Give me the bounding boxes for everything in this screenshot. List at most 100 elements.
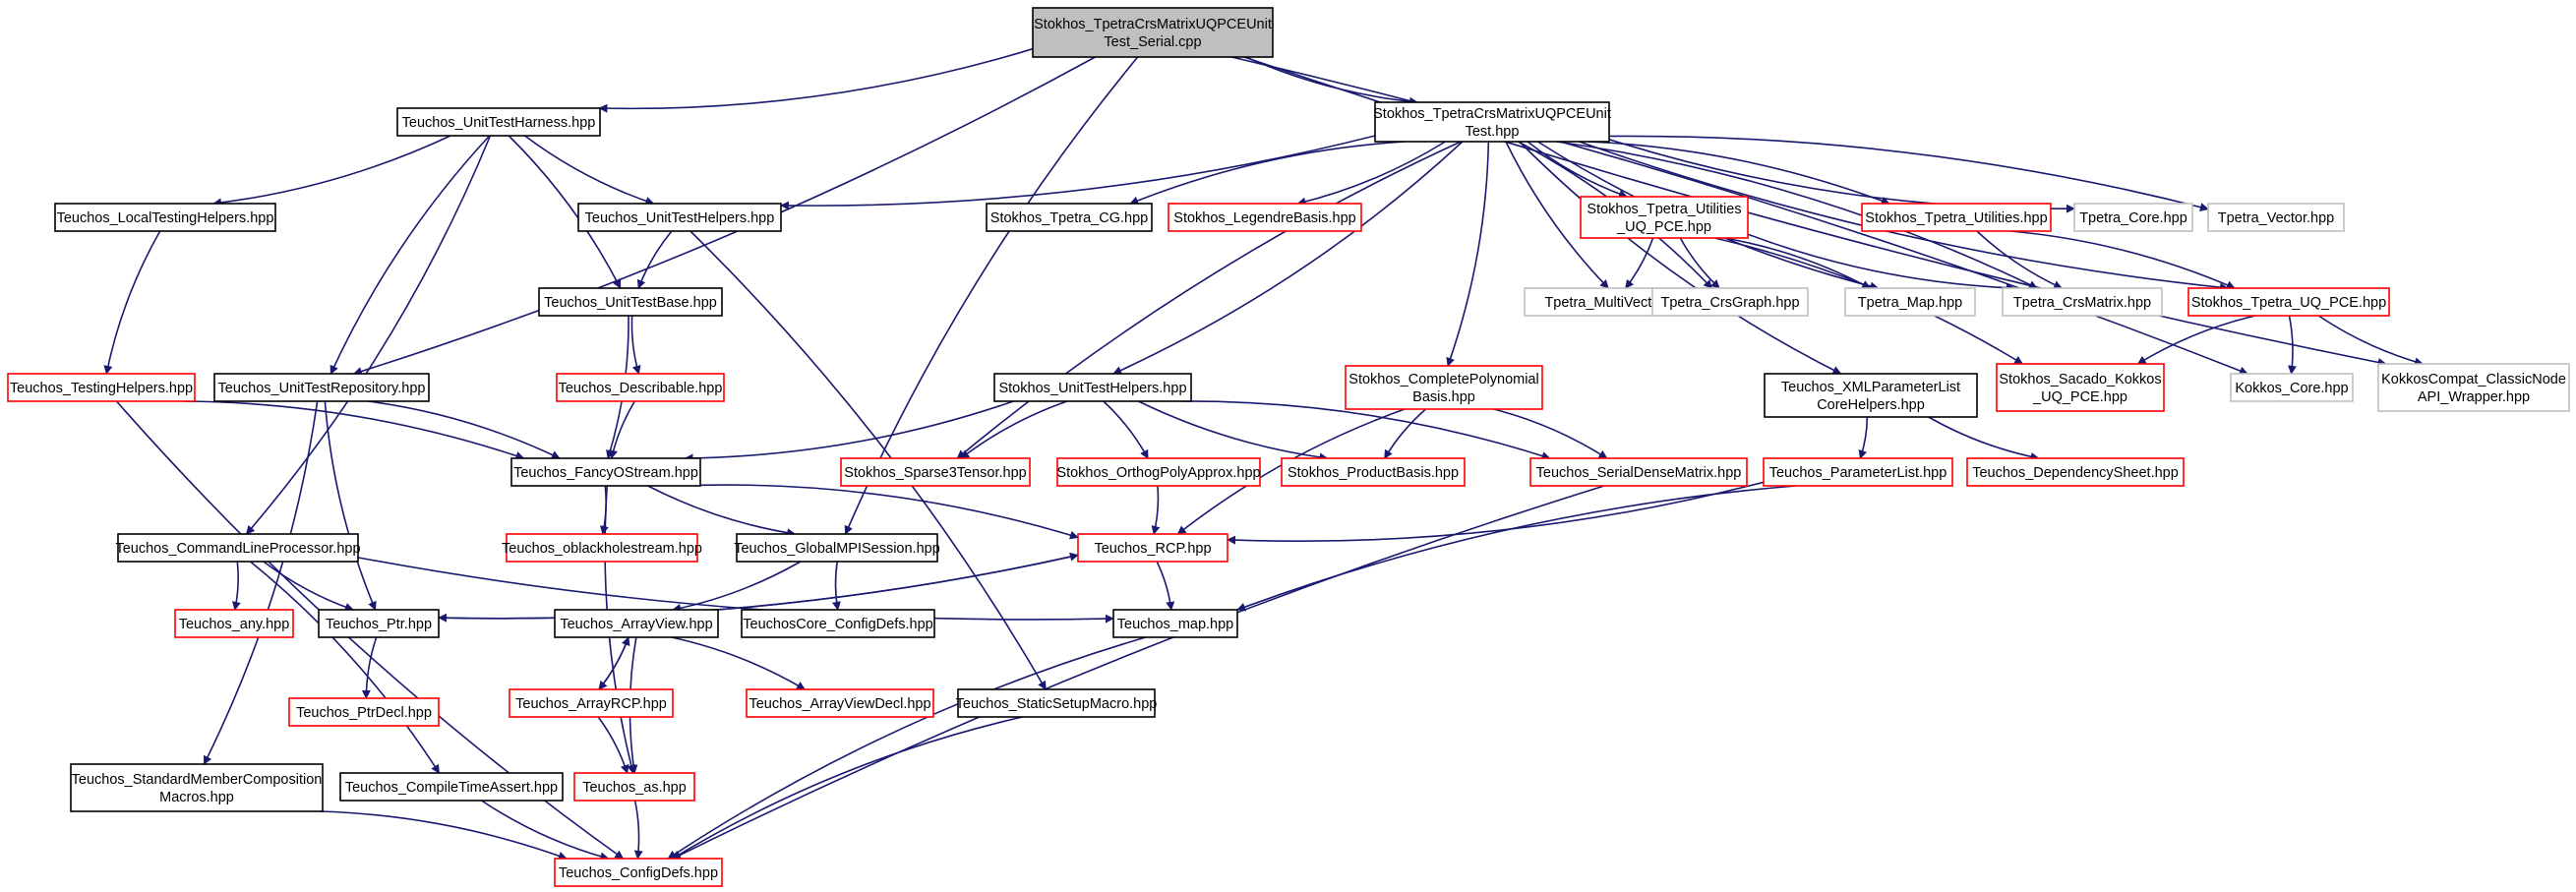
dependency-edge xyxy=(2288,315,2297,375)
node-tpetrautiluq[interactable]: Stokhos_Tpetra_Utilities_UQ_PCE.hpp xyxy=(1580,196,1749,239)
node-arrayrcp[interactable]: Teuchos_ArrayRCP.hpp xyxy=(509,688,674,718)
node-ptrdecl[interactable]: Teuchos_PtrDecl.hpp xyxy=(288,697,440,727)
dependency-edge xyxy=(1519,141,1842,375)
node-label: Teuchos_PtrDecl.hpp xyxy=(296,705,432,721)
edge-tmaphpp-to-configdefs xyxy=(667,636,1147,860)
node-utrepo[interactable]: Teuchos_UnitTestRepository.hpp xyxy=(213,373,430,402)
node-crsgraph[interactable]: Tpetra_CrsGraph.hpp xyxy=(1651,287,1809,317)
edge-arrayrcp-to-tas xyxy=(597,716,629,774)
node-tpetracg[interactable]: Stokhos_Tpetra_CG.hpp xyxy=(986,203,1153,232)
dependency-edge xyxy=(647,485,797,538)
dependency-edge xyxy=(1227,481,1765,545)
node-box xyxy=(1374,101,1610,143)
node-box xyxy=(2207,203,2345,232)
dependency-edge xyxy=(1236,485,1796,612)
node-box xyxy=(1651,287,1809,317)
node-testinghelpers[interactable]: Teuchos_TestingHelpers.hpp xyxy=(7,373,196,402)
node-suthelpers[interactable]: Stokhos_UnitTestHelpers.hpp xyxy=(993,373,1192,402)
node-sacadokokkos[interactable]: Stokhos_Sacado_Kokkos_UQ_PCE.hpp xyxy=(1996,363,2165,412)
node-tpetrauqpce[interactable]: Stokhos_Tpetra_UQ_PCE.hpp xyxy=(2187,287,2390,317)
edge-tuthelpers-to-utbase xyxy=(636,230,673,289)
edge-root-to-harness xyxy=(598,47,1034,113)
node-tmap[interactable]: Tpetra_Map.hpp xyxy=(1844,287,1976,317)
edge-completepoly-to-serialdense xyxy=(1493,408,1608,459)
dependency-edge xyxy=(361,636,378,699)
edge-paramlist-to-tmaphpp xyxy=(1236,485,1796,612)
dependency-edge xyxy=(1608,135,2209,211)
node-compiletime[interactable]: Teuchos_CompileTimeAssert.hpp xyxy=(339,772,564,802)
edge-fancyostream-to-rcp xyxy=(699,484,1079,540)
dependency-edge xyxy=(630,315,641,375)
node-label: Teuchos_CommandLineProcessor.hpp xyxy=(115,541,360,557)
node-box xyxy=(1529,457,1748,487)
edge-arrayview-to-arrayrcp xyxy=(598,636,629,690)
node-any[interactable]: Teuchos_any.hpp xyxy=(174,609,294,638)
node-label: Teuchos_ArrayView.hpp xyxy=(560,617,712,632)
dependency-edge xyxy=(598,47,1034,113)
dependency-edge xyxy=(960,400,1068,459)
edge-harness-to-cmdline xyxy=(245,135,492,535)
node-tas[interactable]: Teuchos_as.hpp xyxy=(573,772,695,802)
node-staticsetup[interactable]: Teuchos_StaticSetupMacro.hpp xyxy=(956,688,1158,718)
node-tuthelpers[interactable]: Teuchos_UnitTestHelpers.hpp xyxy=(577,203,782,232)
node-tpetracore[interactable]: Tpetra_Core.hpp xyxy=(2073,203,2193,232)
node-globalmpi[interactable]: Teuchos_GlobalMPISession.hpp xyxy=(734,533,940,563)
node-describable[interactable]: Teuchos_Describable.hpp xyxy=(556,373,725,402)
node-legendre[interactable]: Stokhos_LegendreBasis.hpp xyxy=(1168,203,1362,232)
node-orthopoly[interactable]: Stokhos_OrthogPolyApprox.hpp xyxy=(1056,457,1261,487)
node-box xyxy=(506,533,698,563)
node-arrayview[interactable]: Teuchos_ArrayView.hpp xyxy=(554,609,719,638)
node-depsheet[interactable]: Teuchos_DependencySheet.hpp xyxy=(1966,457,2185,487)
edge-harness-to-utrepo xyxy=(329,135,491,375)
node-fancyostream[interactable]: Teuchos_FancyOStream.hpp xyxy=(510,457,701,487)
dependency-edge xyxy=(249,561,441,774)
dependency-edge xyxy=(357,557,1114,624)
node-tpetrautil[interactable]: Stokhos_Tpetra_Utilities.hpp xyxy=(1861,203,2052,232)
node-box xyxy=(1996,363,2165,412)
node-kokkoscore[interactable]: Kokkos_Core.hpp xyxy=(2230,373,2354,402)
node-box xyxy=(746,688,934,718)
node-label: Teuchos_map.hpp xyxy=(1117,617,1234,632)
node-label: Stokhos_Tpetra_UQ_PCE.hpp xyxy=(2191,295,2386,311)
dependency-edge xyxy=(1588,141,1890,206)
node-localtesting[interactable]: Teuchos_LocalTestingHelpers.hpp xyxy=(54,203,276,232)
node-root[interactable]: Stokhos_TpetraCrsMatrixUQPCEUnitTest_Ser… xyxy=(1032,7,1274,58)
node-label: Teuchos_any.hpp xyxy=(179,617,290,632)
dependency-edge xyxy=(597,716,629,774)
dependency-edges xyxy=(103,47,2425,862)
node-utbase[interactable]: Teuchos_UnitTestBase.hpp xyxy=(538,287,723,317)
edge-tas-to-configdefs xyxy=(633,800,643,860)
node-paramlist[interactable]: Teuchos_ParameterList.hpp xyxy=(1763,457,1953,487)
node-configdefs[interactable]: Teuchos_ConfigDefs.hpp xyxy=(554,858,723,887)
node-label: _UQ_PCE.hpp xyxy=(2032,389,2127,405)
dependency-edge xyxy=(1384,408,1427,459)
node-crsmatrix[interactable]: Tpetra_CrsMatrix.hpp xyxy=(2002,287,2163,317)
dependency-edge xyxy=(2317,315,2425,367)
node-box xyxy=(1281,457,1466,487)
node-oblackhole[interactable]: Teuchos_oblackholestream.hpp xyxy=(502,533,702,563)
node-label: Tpetra_Vector.hpp xyxy=(2218,210,2335,226)
dependency-edge xyxy=(263,561,354,612)
dependency-edge xyxy=(103,230,161,375)
node-box xyxy=(2230,373,2354,402)
node-harness[interactable]: Teuchos_UnitTestHarness.hpp xyxy=(396,107,601,137)
node-ptr[interactable]: Teuchos_Ptr.hpp xyxy=(318,609,440,638)
node-sparse3[interactable]: Stokhos_Sparse3Tensor.hpp xyxy=(840,457,1031,487)
node-cmdline[interactable]: Teuchos_CommandLineProcessor.hpp xyxy=(115,533,361,563)
node-label: Stokhos_Tpetra_Utilities.hpp xyxy=(1865,210,2047,226)
node-arrayviewdecl[interactable]: Teuchos_ArrayViewDecl.hpp xyxy=(746,688,934,718)
dependency-edge xyxy=(598,636,629,690)
node-box xyxy=(339,772,564,802)
node-label: Teuchos_as.hpp xyxy=(582,780,687,796)
node-serialdense[interactable]: Teuchos_SerialDenseMatrix.hpp xyxy=(1529,457,1748,487)
node-stdmember[interactable]: Teuchos_StandardMemberCompositionMacros.… xyxy=(70,763,324,812)
node-tpetravector[interactable]: Tpetra_Vector.hpp xyxy=(2207,203,2345,232)
node-tmaphpp[interactable]: Teuchos_map.hpp xyxy=(1112,609,1238,638)
node-rcp[interactable]: Teuchos_RCP.hpp xyxy=(1077,533,1228,563)
node-productbasis[interactable]: Stokhos_ProductBasis.hpp xyxy=(1281,457,1466,487)
node-coreconfig[interactable]: TeuchosCore_ConfigDefs.hpp xyxy=(741,609,935,638)
